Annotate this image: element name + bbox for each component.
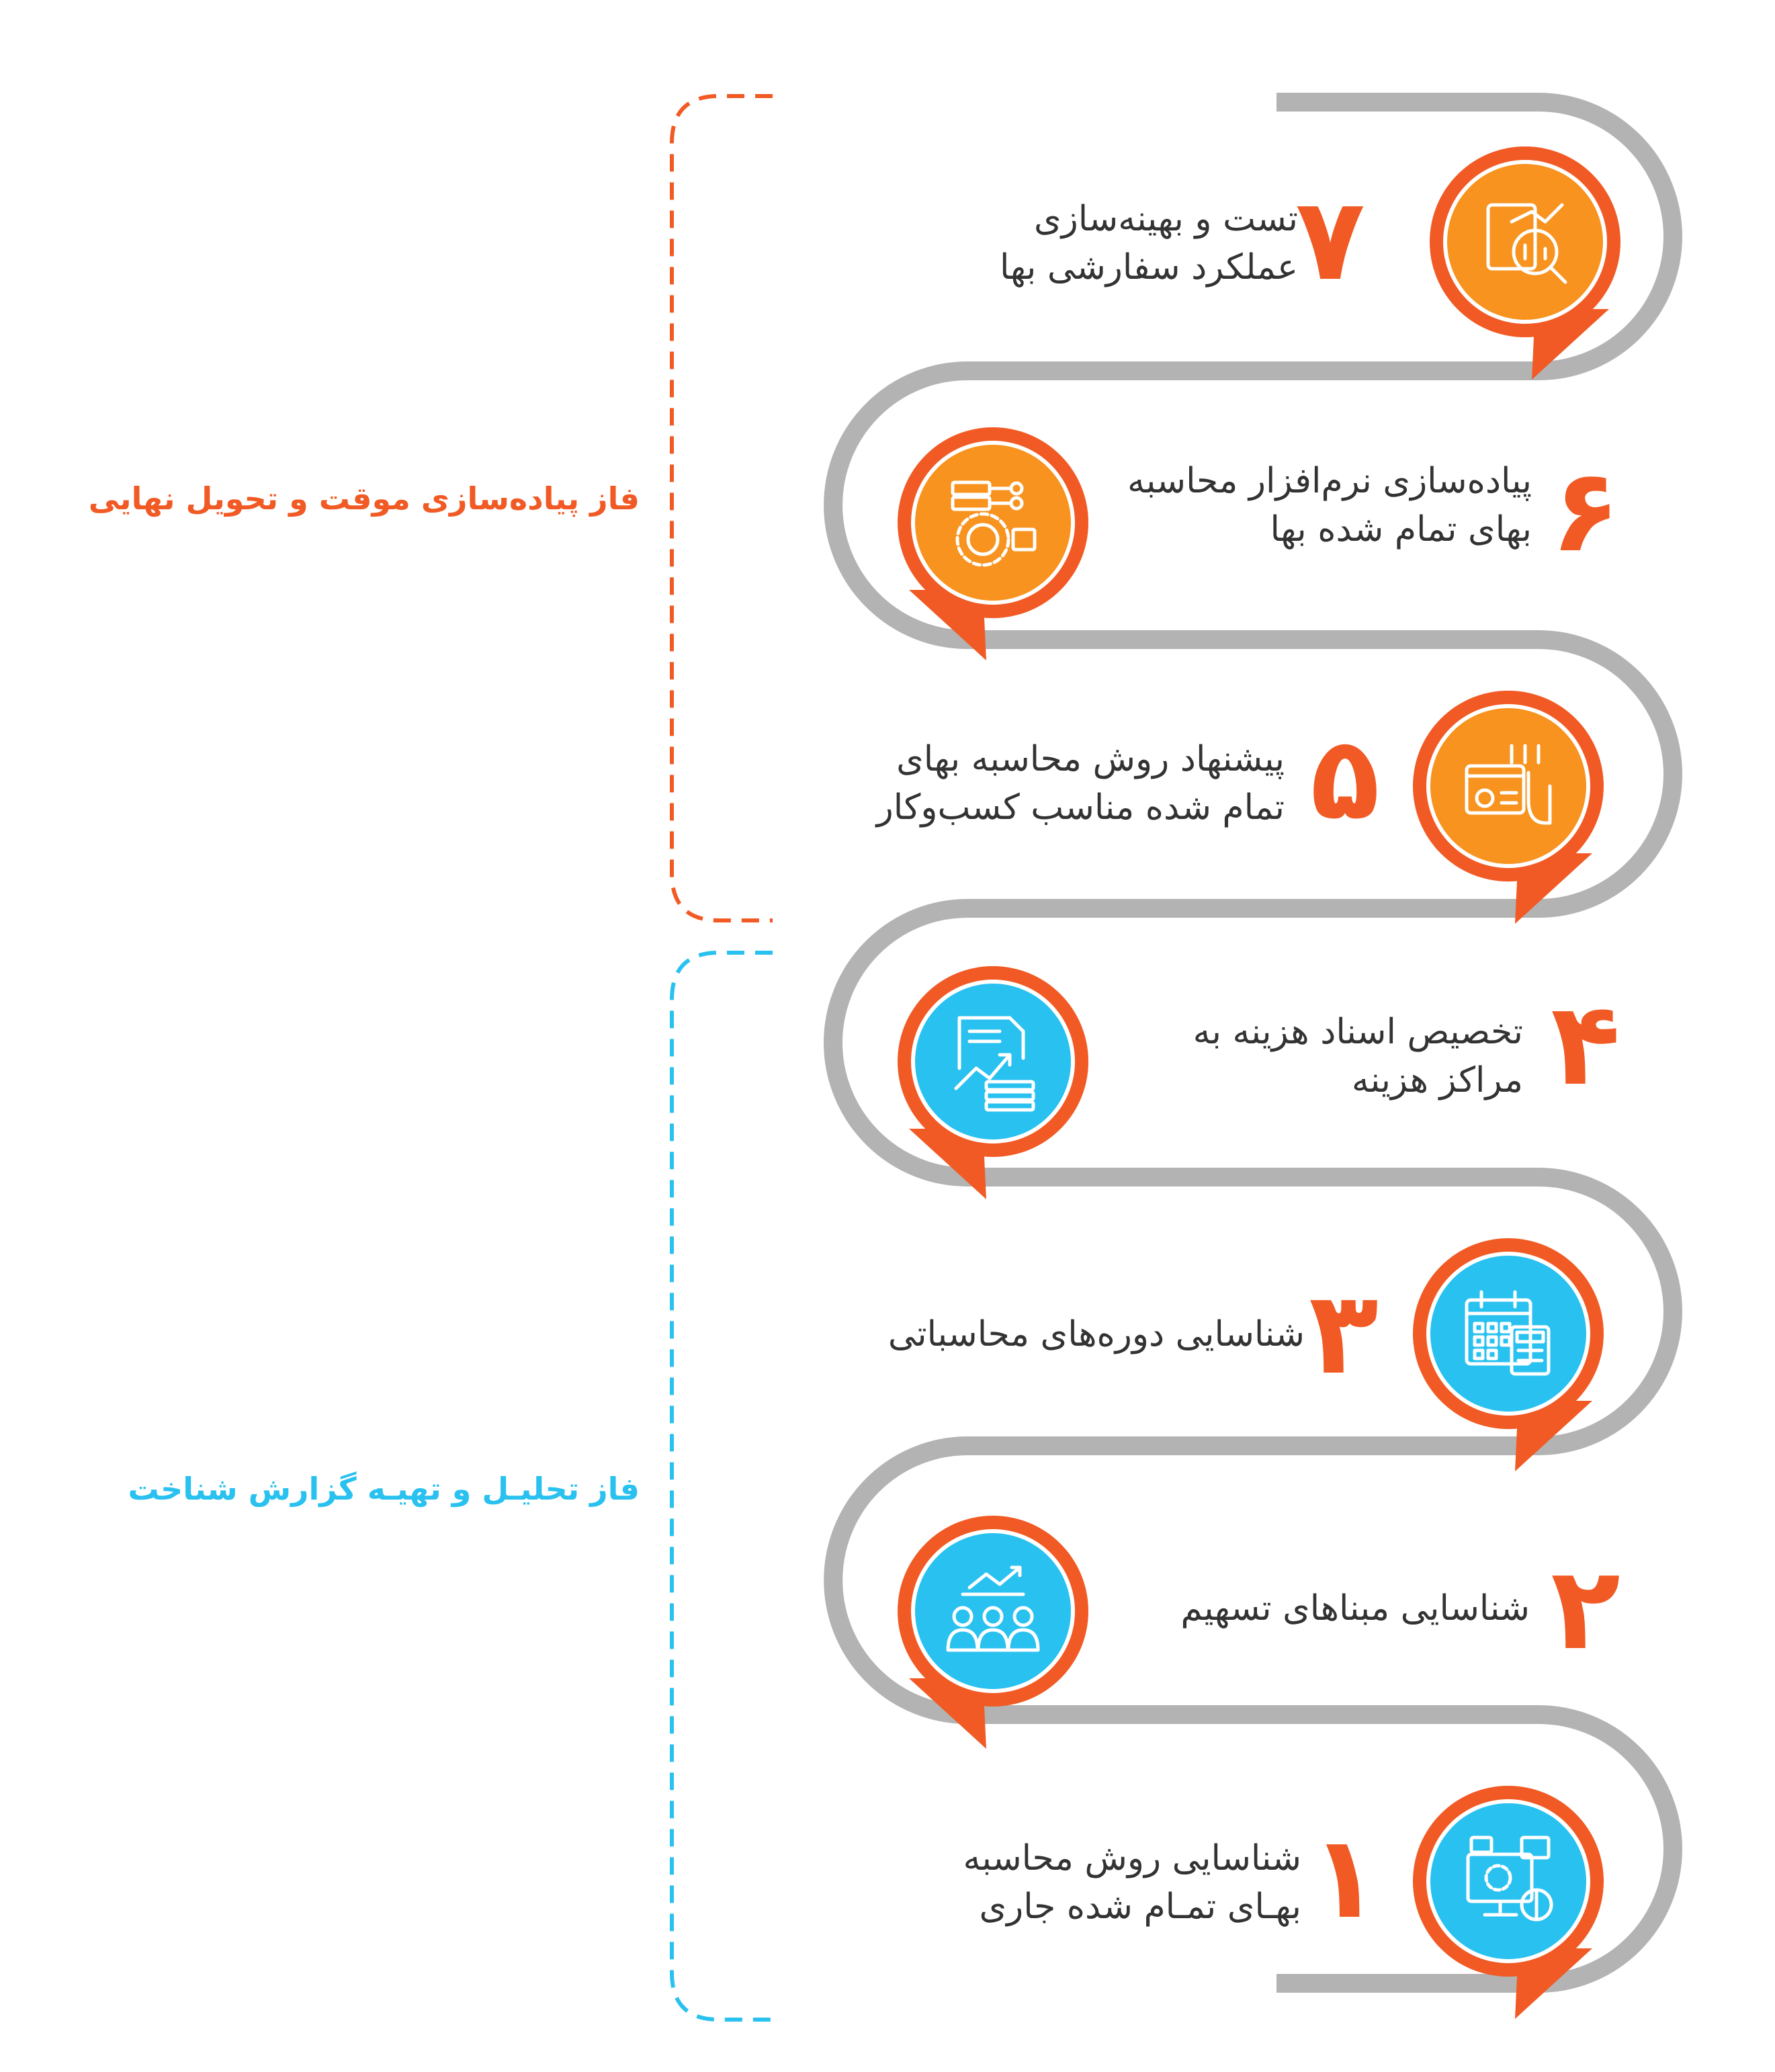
step-number-3: ۳ [1309,1267,1379,1400]
step-number-7: ۷ [1295,173,1365,306]
step-marker-6 [898,427,1088,660]
step-1-line-2: بهـای تمـام شده جاری [979,1887,1301,1927]
step-6-line-1: پیاده‌سازی نرم‌افزار محاسبه [1127,461,1532,501]
step-5-line-1: پیشنهاد روش محاسبه بهای [896,739,1285,779]
step-label-4: تخصیص اسناد هزینه به مراکز هزینه [1193,1008,1523,1105]
marker-core [1430,1256,1586,1412]
step-number-6: ۶ [1551,445,1620,578]
step-marker-1 [1413,1786,1604,2019]
step-label-5: پیشنهاد روش محاسبه بهای تمام شده مناسب ک… [877,735,1285,832]
phase-label-implementation: فاز پیاده‌سازی موقت و تحویل نهایی [88,480,640,517]
step-label-3: شناسایی دوره‌های محاسباتی [888,1310,1305,1358]
phase-bracket-implementation [670,94,773,922]
step-6-line-2: بهای تمام شده بها [1270,509,1532,550]
document-coins-icon [954,1016,1035,1112]
phase-label-analysis: فاز تحلیـل و تهیـه گزارش شناخت [128,1471,640,1507]
step-1-line-1: شناسایی روش محاسبه [963,1838,1302,1879]
step-label-6: پیاده‌سازی نرم‌افزار محاسبه بهای تمام شد… [1127,457,1532,554]
step-label-1: شناسایی روش محاسبه بهـای تمـام شده جاری [963,1834,1302,1931]
dashboard-hand-icon [1465,744,1552,825]
marker-core [1430,708,1586,864]
step-number-5: ۵ [1310,712,1380,845]
step-7-line-2: عملکرد سفارشی بها [1000,247,1298,288]
marker-core [915,445,1071,601]
step-2-line-1: شناسایی مبناهای تسهیم [1180,1588,1530,1629]
step-4-line-1: تخصیص اسناد هزینه به [1193,1012,1523,1052]
marker-core [915,1533,1071,1689]
step-marker-3 [1413,1238,1604,1471]
calendar-calculator-icon [1465,1290,1551,1376]
computer-process-icon [1466,1836,1553,1922]
step-number-1: ۱ [1310,1811,1380,1944]
step-marker-5 [1413,691,1604,924]
step-marker-4 [898,966,1088,1199]
step-4-line-2: مراکز هزینه [1351,1060,1523,1100]
step-5-line-2: تمام شده مناسب کسب‌وکار [876,787,1285,828]
analytics-magnifier-icon [1486,203,1567,284]
team-growth-icon [946,1565,1040,1652]
server-gear-icon [951,480,1037,567]
marker-core [915,984,1071,1139]
step-marker-2 [898,1516,1088,1749]
marker-core [1447,164,1603,320]
step-label-2: شناسایی مبناهای تسهیم [1180,1584,1530,1633]
step-label-7: تست و بهینه‌سازی عملکرد سفارشی بها [1000,195,1298,292]
serpentine-track [824,93,1682,1993]
step-7-line-1: تست و بهینه‌سازی [1033,199,1298,239]
step-3-line-1: شناسایی دوره‌های محاسباتی [888,1314,1305,1354]
step-number-2: ۲ [1551,1543,1620,1676]
step-marker-7 [1430,146,1620,380]
phase-bracket-analysis [670,951,773,2022]
step-number-4: ۴ [1551,978,1620,1111]
